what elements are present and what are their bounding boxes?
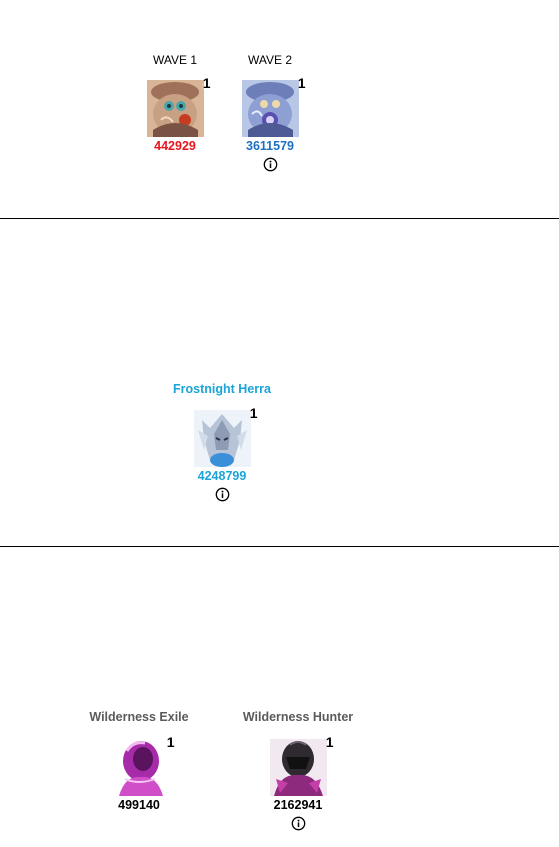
wilderness-exile-portrait-wrap[interactable]: 1 (110, 734, 175, 796)
wave-2-hp: 3611579 (246, 139, 294, 153)
wave-2-info-icon[interactable] (263, 157, 278, 172)
wilderness-exile-name: Wilderness Exile (89, 710, 189, 724)
wave-2-count: 1 (297, 75, 306, 91)
frostnight-herra-name: Frostnight Herra (173, 382, 271, 396)
section-divider-2 (0, 546, 559, 547)
wilderness-hunter-hp: 2162941 (273, 798, 323, 812)
wave-2-portrait-wrap[interactable]: 1 (241, 75, 306, 137)
wilderness-hunter-entry: Wilderness Hunter 1 2162941 (238, 708, 358, 831)
frostnight-herra-count: 1 (249, 405, 258, 421)
wilderness-hunter-count: 1 (325, 734, 334, 750)
purple-spirit-portrait (110, 739, 168, 796)
wilderness-hunter-portrait-wrap[interactable]: 1 (269, 734, 334, 796)
section-divider-1 (0, 218, 559, 219)
wave-1-label: WAVE 1 (152, 53, 197, 67)
wilderness-exile-count: 1 (166, 734, 175, 750)
ice-dragon-portrait (193, 410, 251, 467)
wilderness-hunter-name: Wilderness Hunter (242, 710, 354, 724)
wave-1-count: 1 (202, 75, 211, 91)
wave-1-hp: 442929 (154, 139, 196, 153)
wilderness-exile-hp: 499140 (118, 798, 160, 812)
crab-monster-portrait (146, 80, 204, 137)
frostnight-herra-portrait-wrap[interactable]: 1 (193, 405, 258, 467)
frostnight-herra-info-icon[interactable] (215, 487, 230, 502)
wave-2-entry: WAVE 2 1 3611579 (210, 52, 330, 172)
frostnight-herra-hp: 4248799 (197, 469, 247, 483)
wave-1-entry: WAVE 1 1 442929 (115, 52, 235, 154)
blue-crab-monster-portrait (241, 80, 299, 137)
frostnight-herra-entry: Frostnight Herra 1 4248799 (162, 380, 282, 502)
wilderness-hunter-info-icon[interactable] (291, 816, 306, 831)
dark-hunter-portrait (269, 739, 327, 796)
wave-2-label: WAVE 2 (247, 53, 292, 67)
wave-1-portrait-wrap[interactable]: 1 (146, 75, 211, 137)
wilderness-exile-entry: Wilderness Exile 1 499140 (79, 708, 199, 813)
